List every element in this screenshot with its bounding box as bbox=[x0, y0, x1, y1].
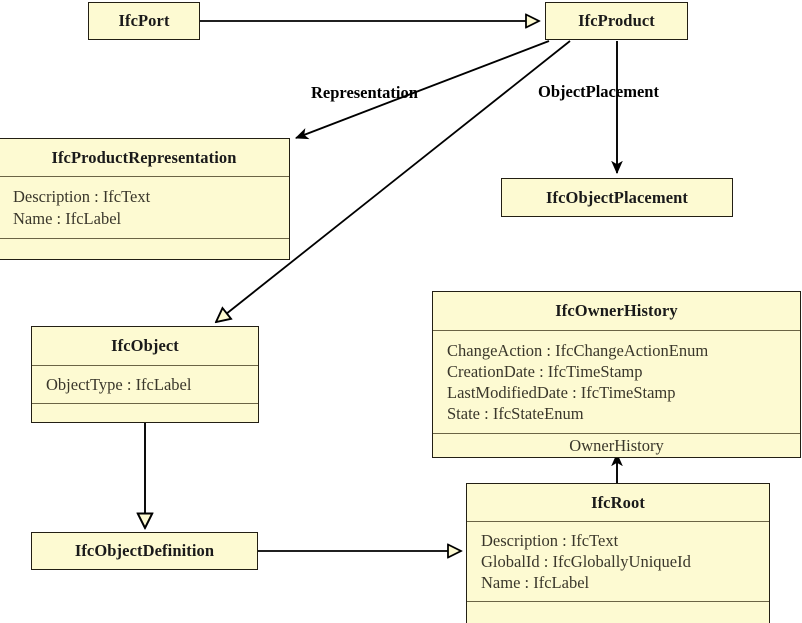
class-title-ifcobject: IfcObject bbox=[111, 336, 179, 355]
class-title-ifcobjectplacement: IfcObjectPlacement bbox=[546, 187, 688, 207]
class-title-ifcproduct: IfcProduct bbox=[578, 11, 655, 30]
class-attributes-ifcproductrepresentation: Description : IfcText Name : IfcLabel bbox=[0, 176, 289, 238]
attribute-row: State : IfcStateEnum bbox=[447, 404, 584, 424]
attribute-row: LastModifiedDate : IfcTimeStamp bbox=[447, 383, 676, 402]
class-attributes-ifcroot: Description : IfcText GlobalId : IfcGlob… bbox=[467, 521, 769, 601]
class-operations-ifcproductrepresentation bbox=[0, 238, 289, 259]
class-box-ifcownerhistory[interactable]: IfcOwnerHistory ChangeAction : IfcChange… bbox=[432, 291, 801, 458]
class-operations-ifcownerhistory: OwnerHistory bbox=[433, 433, 800, 457]
class-box-ifcobject[interactable]: IfcObject ObjectType : IfcLabel bbox=[31, 326, 259, 423]
class-box-ifcroot[interactable]: IfcRoot Description : IfcText GlobalId :… bbox=[466, 483, 770, 623]
class-title-ifcroot: IfcRoot bbox=[591, 492, 645, 512]
class-box-ifcobjectdefinition[interactable]: IfcObjectDefinition bbox=[31, 532, 258, 570]
attribute-row: GlobalId : IfcGloballyUniqueId bbox=[481, 551, 691, 571]
attribute-row: CreationDate : IfcTimeStamp bbox=[447, 361, 643, 381]
class-attributes-ifcownerhistory: ChangeAction : IfcChangeActionEnum Creat… bbox=[433, 330, 800, 433]
edge-label-objectplacement: ObjectPlacement bbox=[538, 82, 659, 101]
edge-label-representation: Representation bbox=[311, 83, 418, 102]
attribute-row: Name : IfcLabel bbox=[481, 573, 590, 593]
attribute-row: Description : IfcText bbox=[481, 530, 619, 550]
class-box-ifcport[interactable]: IfcPort bbox=[88, 2, 200, 40]
attribute-row: ObjectType : IfcLabel bbox=[46, 374, 192, 394]
class-title-ifcownerhistory: IfcOwnerHistory bbox=[555, 301, 678, 320]
class-attributes-ifcobject: ObjectType : IfcLabel bbox=[32, 365, 258, 403]
attribute-row: Description : IfcText bbox=[13, 187, 151, 207]
attribute-row: ChangeAction : IfcChangeActionEnum bbox=[447, 340, 709, 360]
class-operations-ifcroot bbox=[467, 601, 769, 623]
class-title-ifcport: IfcPort bbox=[118, 11, 170, 30]
class-operations-ifcobject bbox=[32, 403, 258, 422]
class-box-ifcproductrepresentation[interactable]: IfcProductRepresentation Description : I… bbox=[0, 138, 290, 260]
class-box-ifcobjectplacement[interactable]: IfcObjectPlacement bbox=[501, 178, 733, 217]
class-title-ifcobjectdefinition: IfcObjectDefinition bbox=[74, 541, 215, 560]
attribute-row: Name : IfcLabel bbox=[13, 208, 122, 228]
class-box-ifcproduct[interactable]: IfcProduct bbox=[545, 2, 688, 40]
operation-row: OwnerHistory bbox=[569, 435, 664, 455]
class-title-ifcproductrepresentation: IfcProductRepresentation bbox=[51, 147, 237, 167]
